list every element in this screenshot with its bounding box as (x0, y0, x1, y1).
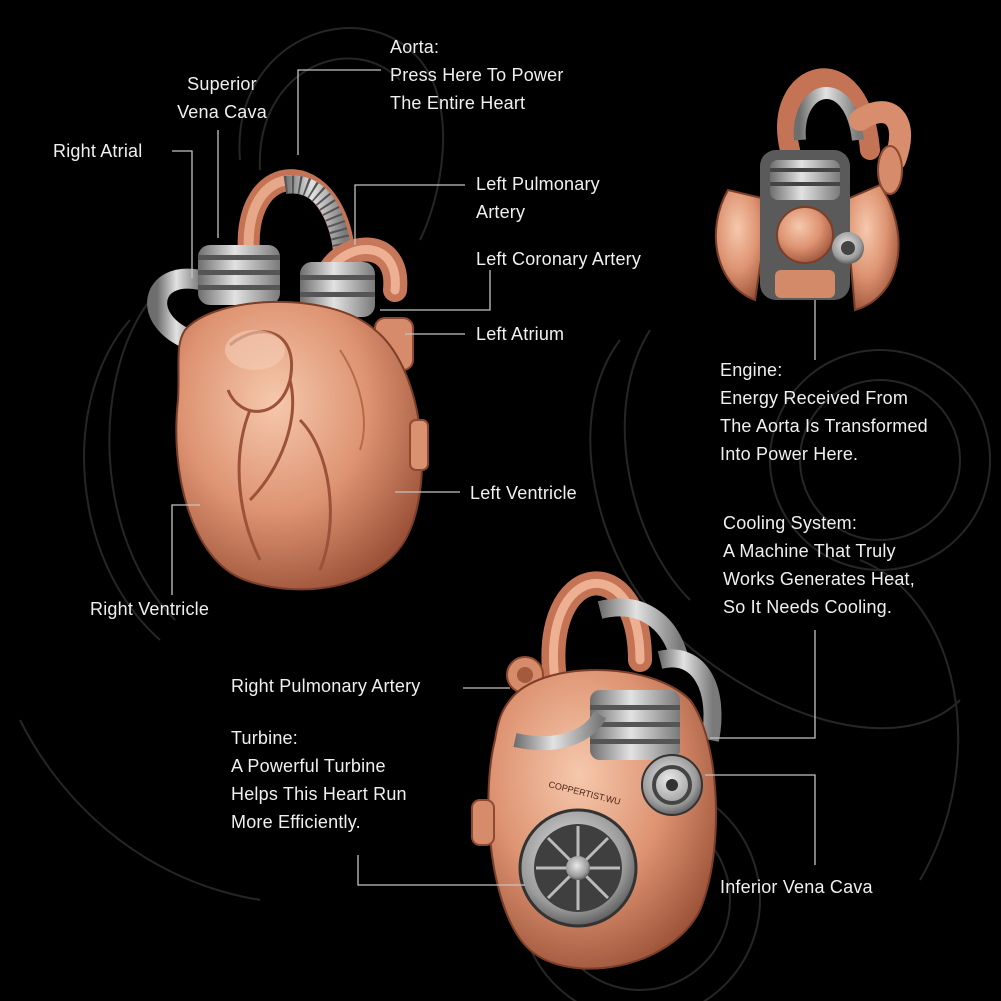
label-left-pulmonary-artery: Left Pulmonary Artery (476, 174, 600, 222)
leader-left-coronary-artery (380, 270, 491, 311)
label-right-pulmonary-artery: Right Pulmonary Artery (231, 676, 421, 696)
label-aorta: Aorta: Press Here To Power The Entire He… (390, 37, 564, 113)
leader-lines (171, 69, 816, 886)
leader-aorta (297, 69, 381, 155)
leader-right-atrial (172, 150, 193, 278)
heart-turbine: COPPERTIST.WU (471, 571, 722, 970)
label-left-coronary-artery: Left Coronary Artery (476, 249, 642, 269)
leader-turbine (357, 855, 525, 886)
label-cooling-system: Cooling System: A Machine That Truly Wor… (723, 513, 915, 617)
heart-anatomical (147, 169, 429, 591)
label-right-atrial: Right Atrial (53, 141, 143, 161)
label-left-ventricle: Left Ventricle (470, 483, 577, 503)
label-inferior-vena-cava: Inferior Vena Cava (720, 877, 873, 897)
label-right-ventricle: Right Ventricle (90, 599, 210, 619)
leader-left-pulmonary-artery (354, 184, 465, 245)
label-engine: Engine: Energy Received From The Aorta I… (720, 360, 928, 464)
leader-right-ventricle (171, 504, 200, 595)
label-turbine: Turbine: A Powerful Turbine Helps This H… (231, 728, 407, 832)
leader-inferior-vena-cava (705, 774, 816, 865)
heart-engine-cutaway (714, 68, 911, 312)
label-left-atrium: Left Atrium (476, 324, 565, 344)
leader-cooling-system (710, 630, 816, 739)
label-superior-vena-cava: Superior Vena Cava (177, 74, 267, 122)
